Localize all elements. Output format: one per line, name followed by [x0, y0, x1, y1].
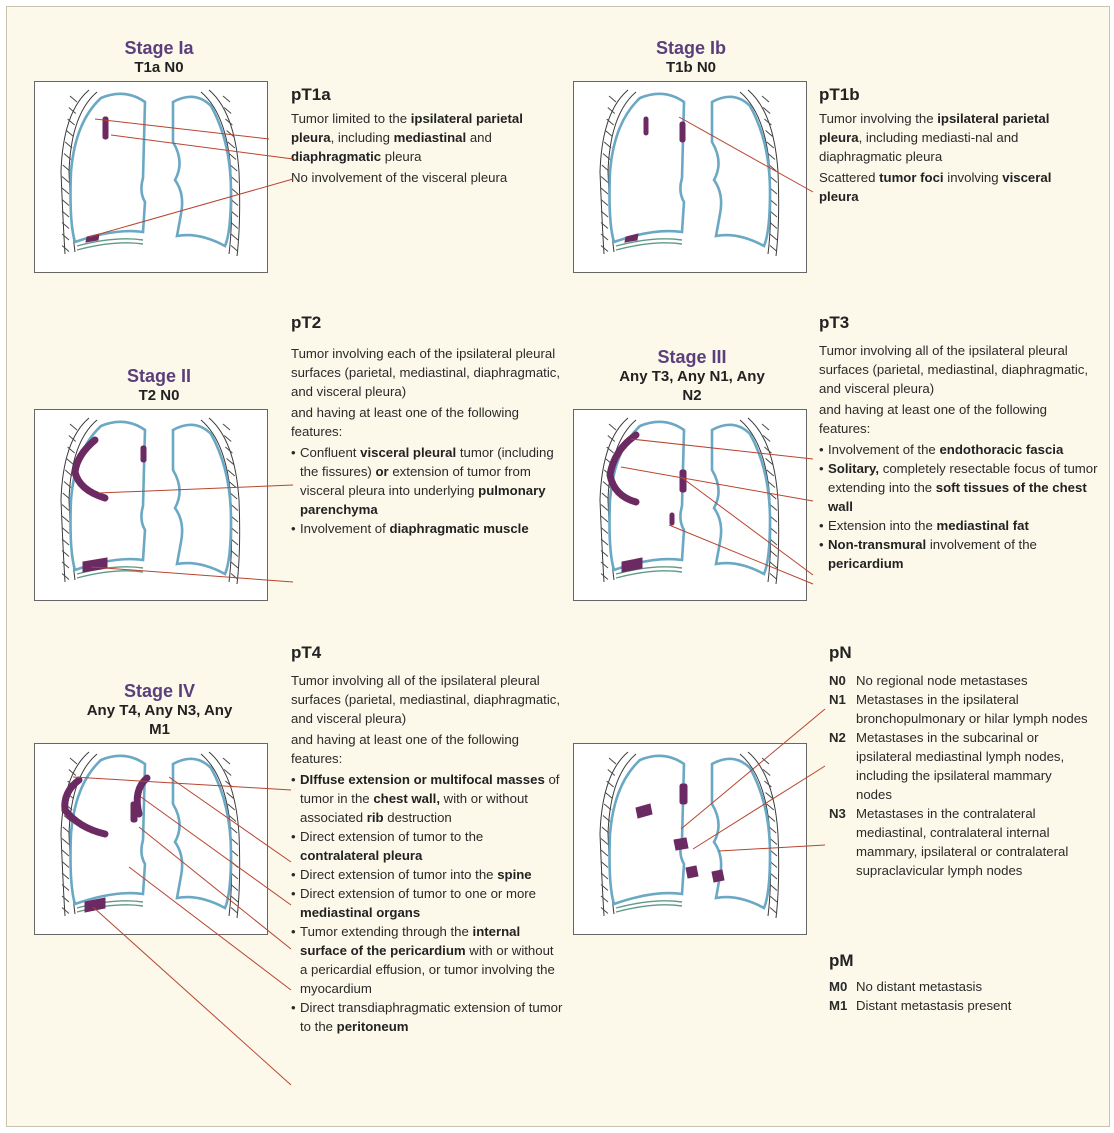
leader-line	[91, 567, 293, 582]
leader-line	[669, 525, 813, 584]
leader-line	[621, 467, 813, 501]
leader-line	[693, 766, 825, 849]
leader-lines	[7, 7, 1111, 1128]
leader-line	[89, 179, 293, 237]
leader-line	[99, 485, 293, 493]
leader-line	[631, 439, 813, 459]
leader-line	[681, 477, 813, 575]
leader-line	[73, 777, 291, 790]
leader-line	[679, 117, 813, 192]
leader-line	[719, 845, 825, 851]
leader-line	[129, 867, 291, 990]
figure-page: Stage Ia T1a N0 pT1a Tumor limited to th…	[6, 6, 1110, 1127]
leader-line	[169, 777, 291, 862]
leader-line	[93, 907, 291, 1085]
